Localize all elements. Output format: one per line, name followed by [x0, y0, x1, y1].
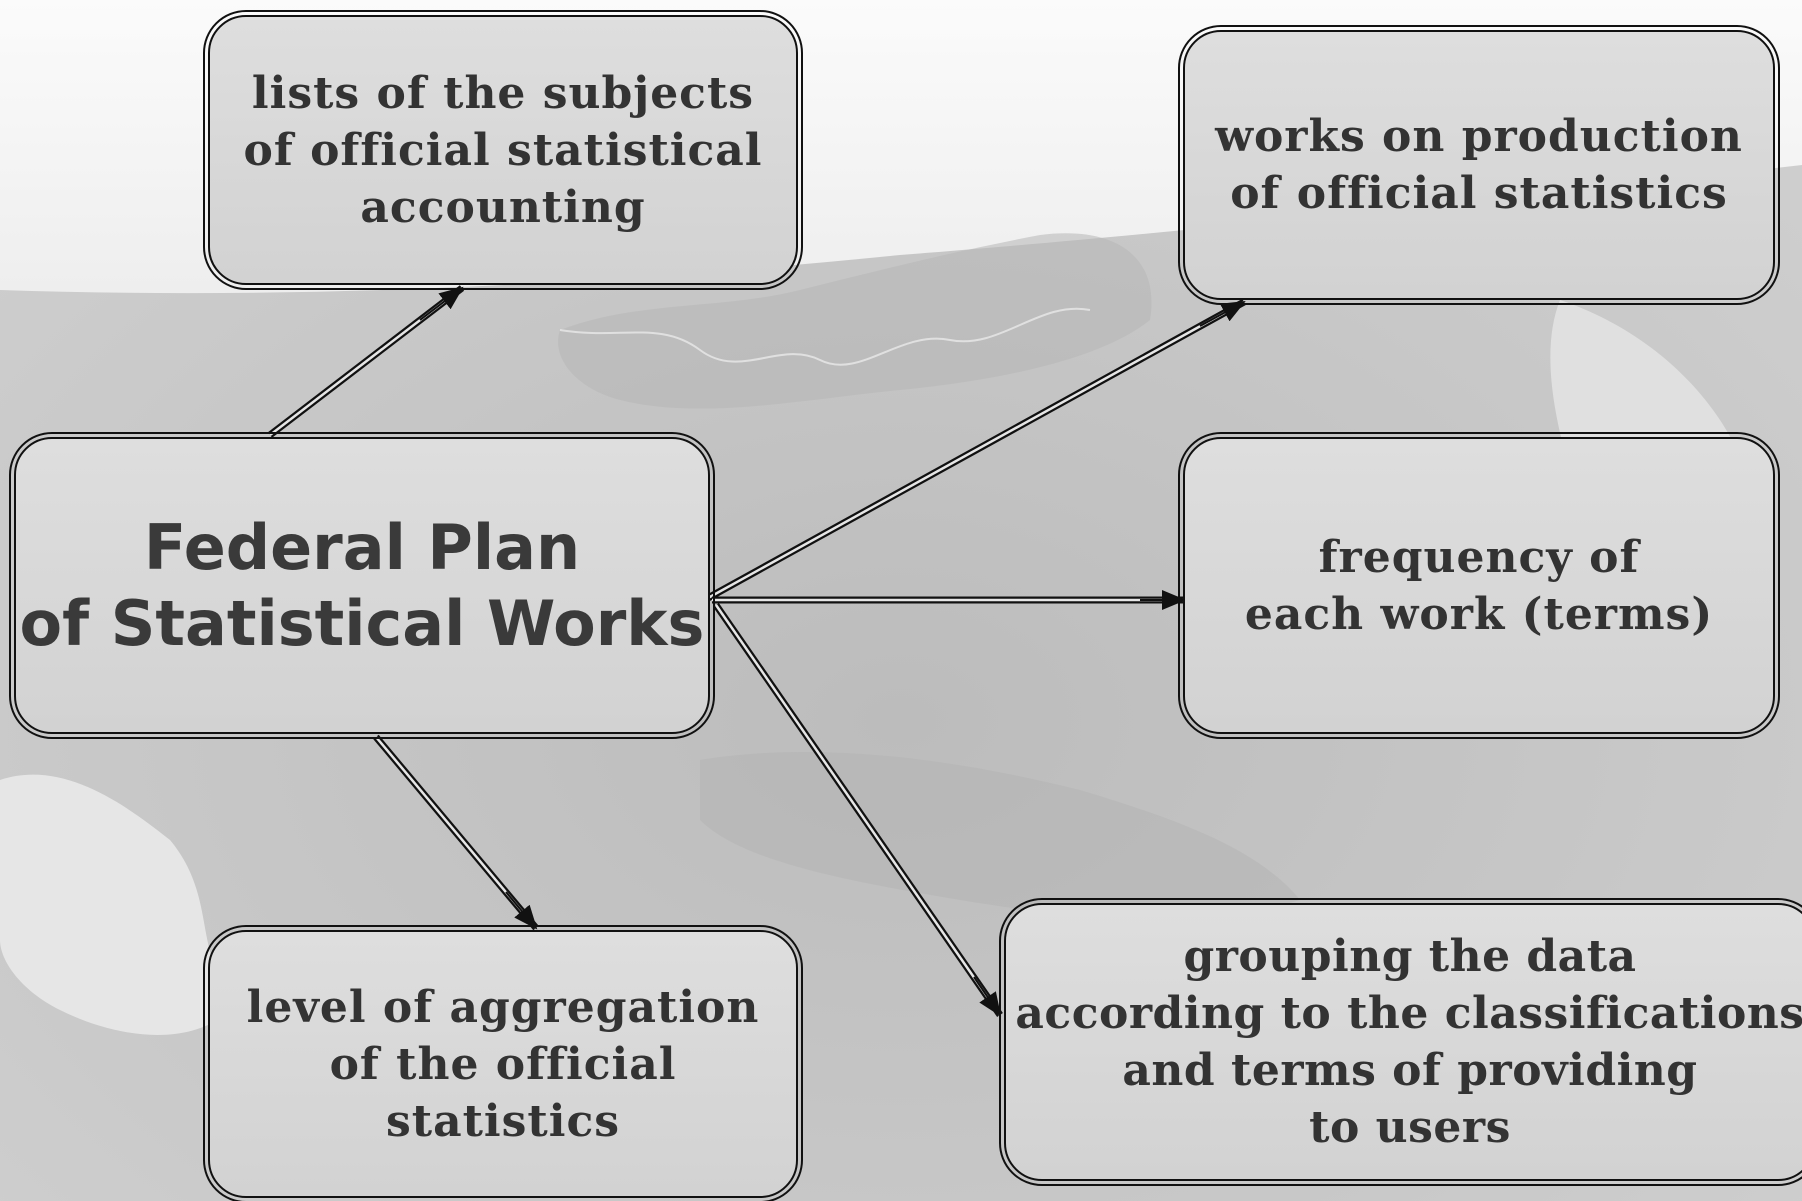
node-grouping-label: grouping the data according to the class… — [1015, 931, 1802, 1153]
map-landmass-west — [0, 774, 240, 1035]
node-level-label: level of aggregation of the official sta… — [246, 981, 760, 1147]
central-node-label: Federal Plan of Statistical Works — [19, 510, 705, 660]
node-grouping-the-data: grouping the data according to the class… — [999, 898, 1802, 1186]
map-landmass-north — [558, 233, 1152, 409]
node-frequency: frequency of each work (terms) — [1178, 432, 1780, 739]
node-lists-of-subjects: lists of the subjects of official statis… — [203, 10, 803, 290]
node-level-of-aggregation: level of aggregation of the official sta… — [203, 925, 803, 1201]
central-node-federal-plan: Federal Plan of Statistical Works — [9, 432, 715, 739]
node-works-label: works on production of official statisti… — [1215, 111, 1743, 219]
edge-to-works — [706, 298, 1246, 602]
node-lists-label: lists of the subjects of official statis… — [243, 67, 763, 233]
edge-to-level — [373, 734, 539, 931]
edge-to-group — [713, 603, 1003, 1017]
map-coastline — [559, 307, 1091, 366]
node-works-on-production: works on production of official statisti… — [1178, 25, 1780, 305]
edge-to-lists — [267, 285, 465, 438]
node-frequency-label: frequency of each work (terms) — [1244, 531, 1714, 640]
